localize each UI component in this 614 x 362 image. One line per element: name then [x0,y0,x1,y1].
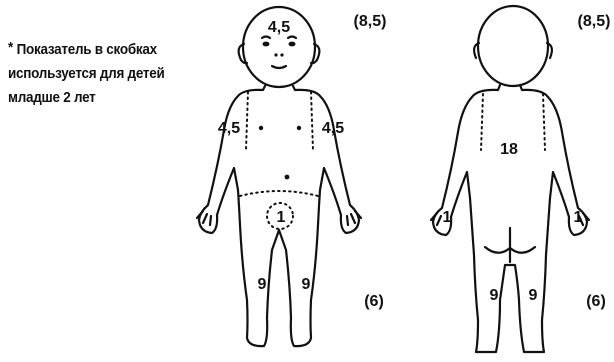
back-left-arm-boundary [481,94,483,150]
front-right-arm-boundary [311,92,313,150]
back-legs-under2-value: (6) [586,293,606,310]
back-head-outline [478,6,548,86]
back-body-outline [433,85,587,352]
front-left-leg-value: 9 [258,276,267,293]
back-right-leg-value: 9 [529,287,538,304]
back-head-under2-value: (8,5) [578,13,611,30]
back-trunk-value: 18 [500,141,518,158]
front-genitals-value: 1 [277,209,286,226]
front-legs-under2-value: (6) [364,293,384,310]
front-right-leg-value: 9 [302,276,311,293]
back-right-arm-boundary [543,94,545,150]
front-left-arm-value: 4,5 [218,120,240,137]
front-right-arm-value: 4,5 [322,120,344,137]
back-left-leg-value: 9 [490,287,499,304]
front-figure [197,7,361,346]
back-left-hand-value: 1 [443,209,452,226]
front-head-value: 4,5 [268,19,290,36]
front-face [262,37,296,69]
back-right-hand-value: 1 [574,209,583,226]
front-groin-boundary [240,191,318,196]
front-head-under2-value: (8,5) [354,13,387,30]
front-left-arm-boundary [246,92,248,150]
back-figure [431,6,589,352]
